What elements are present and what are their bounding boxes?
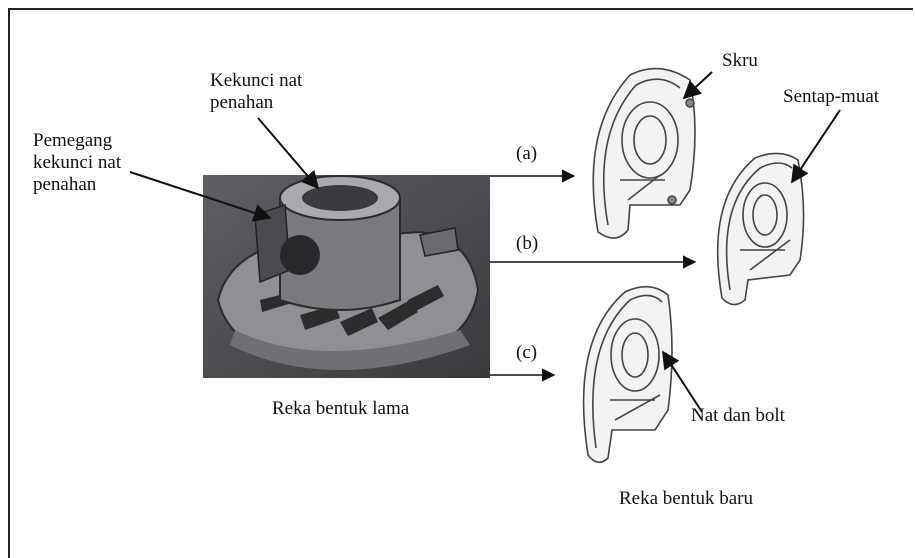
label-kekunci-nat-penahan: Kekunci nat penahan bbox=[210, 70, 302, 114]
label-option-c: (c) bbox=[516, 342, 537, 364]
old-design-photo bbox=[203, 175, 490, 378]
label-sentap-muat: Sentap-muat bbox=[783, 86, 879, 108]
new-design-b-drawing bbox=[718, 153, 804, 304]
label-option-b: (b) bbox=[516, 233, 538, 255]
label-reka-bentuk-lama: Reka bentuk lama bbox=[272, 398, 409, 420]
label-option-a: (a) bbox=[516, 143, 537, 165]
new-design-c-drawing bbox=[584, 287, 672, 463]
label-skru: Skru bbox=[722, 50, 758, 72]
label-nat-dan-bolt: Nat dan bolt bbox=[691, 405, 785, 427]
callout-sentap-arrow bbox=[792, 110, 840, 182]
label-pemegang-kekunci: Pemegang kekunci nat penahan bbox=[33, 130, 121, 196]
new-design-a-drawing bbox=[593, 69, 695, 238]
label-reka-bentuk-baru: Reka bentuk baru bbox=[619, 488, 753, 510]
